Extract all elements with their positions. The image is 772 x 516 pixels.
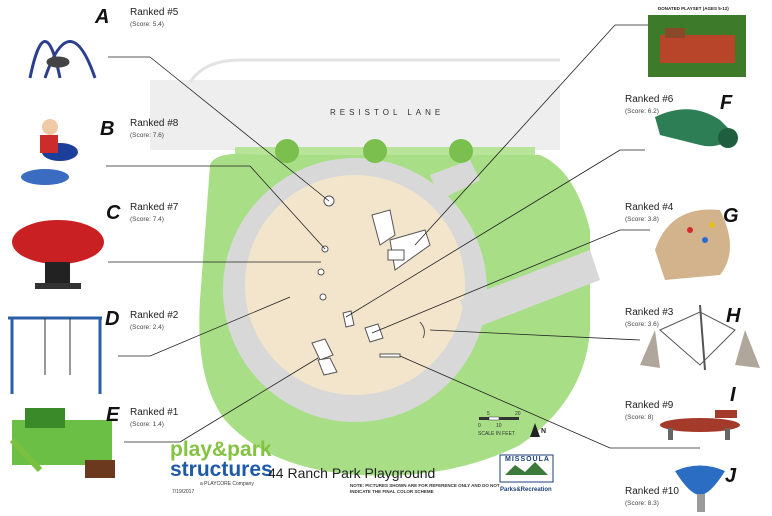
donated-playset-label: DONATED PLAYSET (AGES 5-12) xyxy=(658,6,729,11)
item-letter-d: D xyxy=(105,308,120,330)
thumb-e-playset xyxy=(9,408,115,478)
score-label: (Score: 1.4) xyxy=(130,421,164,428)
score-label: (Score: 3.8) xyxy=(625,216,659,223)
score-label: (Score: 8.3) xyxy=(625,500,659,507)
parks-recreation-label: Parks&Recreation xyxy=(500,487,552,493)
road-curb xyxy=(188,58,560,83)
play-surface xyxy=(245,175,465,395)
item-rank-b: Ranked #8 (Score: 7.6) xyxy=(130,118,178,142)
thumb-a-swing-frame xyxy=(28,40,97,79)
item-letter-i: I xyxy=(730,384,736,406)
tree xyxy=(363,139,387,163)
item-letter-f: F xyxy=(720,92,733,114)
plan-title: 44 Ranch Park Playground xyxy=(268,465,436,481)
thumb-d-swings xyxy=(8,316,102,394)
rank-label: Ranked #1 xyxy=(130,407,179,418)
brand-tagline: a PLAYCORE Company xyxy=(200,481,254,487)
thumb-donated-playset xyxy=(648,15,746,77)
item-rank-a: Ranked #5 (Score: 5.4) xyxy=(130,7,178,31)
scale-tick-20: 20 xyxy=(515,411,521,417)
thumb-h-net-climber xyxy=(640,304,760,371)
rank-label: Ranked #2 xyxy=(130,310,179,321)
thumb-c-spinner xyxy=(12,220,104,289)
thumb-i-seesaw xyxy=(660,410,740,440)
score-label: (Score: 3.6) xyxy=(625,321,659,328)
scale-tick-10: 10 xyxy=(496,423,502,429)
rank-label: Ranked #6 xyxy=(625,94,674,105)
item-letter-g: G xyxy=(723,205,739,227)
brand-logo: play&park structures xyxy=(170,438,273,481)
item-letter-h: H xyxy=(726,305,741,327)
rank-label: Ranked #9 xyxy=(625,400,674,411)
item-rank-h: Ranked #3 (Score: 3.6) xyxy=(625,307,673,331)
path-connector-northeast xyxy=(430,160,480,200)
score-label: (Score: 6.2) xyxy=(625,108,659,115)
thumb-b-spring-rider xyxy=(21,119,78,185)
brand-line1: play&park xyxy=(170,438,272,461)
path-connector-east xyxy=(460,250,600,330)
thumb-g-climber xyxy=(655,209,730,280)
item-rank-c: Ranked #7 (Score: 7.4) xyxy=(130,202,178,226)
scale-tick-0: 0 xyxy=(478,423,481,429)
rank-label: Ranked #8 xyxy=(130,118,179,129)
item-rank-f: Ranked #6 (Score: 6.2) xyxy=(625,94,673,118)
item-letter-c: C xyxy=(106,202,121,224)
rank-label: Ranked #5 xyxy=(130,7,179,18)
road-area xyxy=(150,80,560,150)
item-rank-e: Ranked #1 (Score: 1.4) xyxy=(130,407,178,431)
scale-tick-5: 5 xyxy=(487,411,490,417)
north-label: N xyxy=(541,428,547,435)
score-label: (Score: 8) xyxy=(625,414,654,421)
item-letter-b: B xyxy=(100,118,115,140)
brand-line2: structures xyxy=(170,458,273,481)
missoula-seal xyxy=(499,454,554,483)
item-rank-i: Ranked #9 (Score: 8) xyxy=(625,400,673,424)
rank-label: Ranked #3 xyxy=(625,307,674,318)
north-arrow-icon xyxy=(530,423,540,437)
scale-label: SCALE IN FEET xyxy=(478,431,515,437)
score-label: (Score: 7.4) xyxy=(130,216,164,223)
rank-label: Ranked #4 xyxy=(625,202,674,213)
thumb-f-tunnel xyxy=(655,109,738,148)
tree xyxy=(449,139,473,163)
item-letter-e: E xyxy=(106,404,120,426)
road-label: RESISTOL LANE xyxy=(330,108,445,117)
item-rank-d: Ranked #2 (Score: 2.4) xyxy=(130,310,178,334)
reference-note: NOTE: PICTURES SHOWN ARE FOR REFERENCE O… xyxy=(350,483,500,494)
score-label: (Score: 2.4) xyxy=(130,324,164,331)
leader-lines xyxy=(106,24,700,449)
rank-label: Ranked #10 xyxy=(625,486,679,497)
item-letter-j: J xyxy=(725,465,737,487)
equipment-footprints xyxy=(311,195,431,376)
item-rank-j: Ranked #10 (Score: 8.3) xyxy=(625,486,679,510)
thumb-j-bowl-spinner xyxy=(675,465,725,512)
rank-label: Ranked #7 xyxy=(130,202,179,213)
tree xyxy=(275,139,299,163)
score-label: (Score: 5.4) xyxy=(130,21,164,28)
score-label: (Score: 7.6) xyxy=(130,132,164,139)
plan-date: 7/19/2017 xyxy=(172,489,195,495)
scale-bar xyxy=(479,416,519,421)
missoula-label: MISSOULA xyxy=(505,456,550,463)
item-rank-g: Ranked #4 (Score: 3.8) xyxy=(625,202,673,226)
item-letter-a: A xyxy=(95,6,110,28)
